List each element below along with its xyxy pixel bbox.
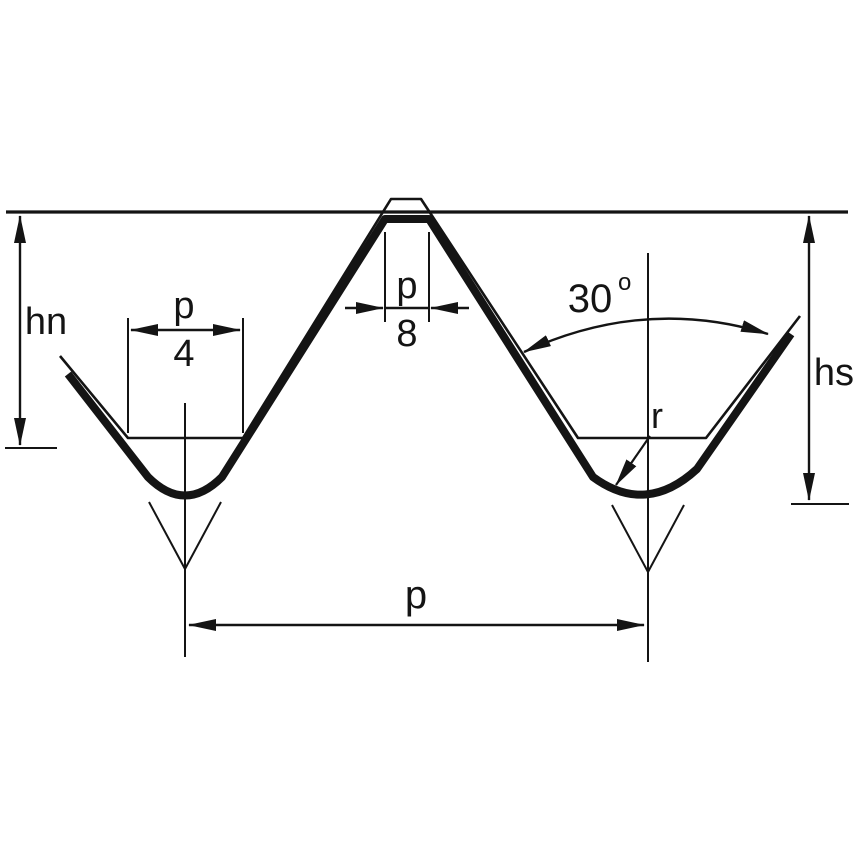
pitch-label: p <box>405 573 427 617</box>
root-flat-denominator-label: 4 <box>173 333 194 375</box>
root-flat-dimension: p 4 <box>127 285 244 433</box>
crest-flat-dimension: p 8 <box>345 232 469 355</box>
pitch-dimension: p <box>188 573 645 631</box>
hs-label: hs <box>814 352 854 394</box>
vee-line-right <box>184 501 222 570</box>
crest-flat-denominator-label: 8 <box>396 313 417 355</box>
vee-line-right <box>647 504 685 573</box>
root-radius-callout: r <box>615 395 663 486</box>
vee-line-left <box>148 501 186 570</box>
right-sharp-root-vee <box>611 504 685 573</box>
flank-angle-dimension: 30 o <box>523 269 769 354</box>
flank-angle-arc <box>523 317 769 354</box>
flank-angle-degree-label: o <box>618 269 631 296</box>
hs-dimension: hs <box>791 215 854 505</box>
crest-flat-numerator-label: p <box>396 265 417 307</box>
root-radius-label: r <box>651 395 663 436</box>
nut-thread-profile <box>58 197 802 440</box>
screw-thread-profile <box>64 215 795 500</box>
flank-angle-value-label: 30 <box>568 277 613 321</box>
root-flat-numerator-label: p <box>173 285 194 327</box>
left-sharp-root-vee <box>148 501 222 570</box>
hn-label: hn <box>25 301 67 343</box>
root-radius-leader-line <box>615 435 651 486</box>
hn-dimension: hn <box>5 215 67 449</box>
vee-line-left <box>611 504 649 573</box>
